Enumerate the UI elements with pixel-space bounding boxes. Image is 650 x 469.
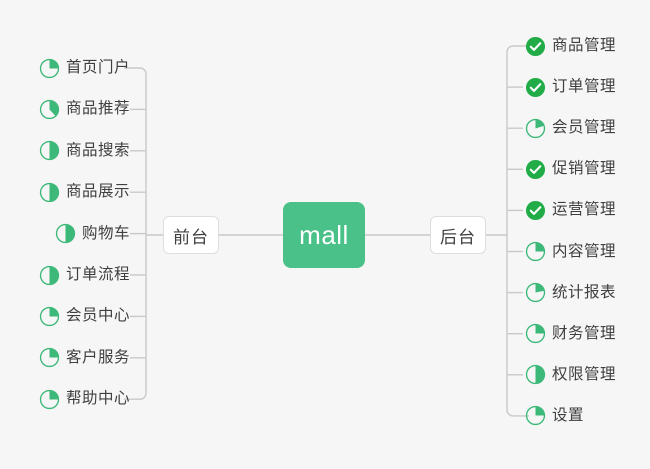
pie-icon bbox=[525, 364, 546, 385]
mindmap-item-right-7[interactable]: 统计报表 bbox=[525, 280, 616, 306]
mindmap-item-left-3[interactable]: 商品搜索 bbox=[39, 138, 130, 164]
pie-icon bbox=[39, 99, 60, 120]
item-label: 订单管理 bbox=[552, 78, 617, 96]
item-label: 统计报表 bbox=[552, 283, 617, 301]
branch-node-back[interactable]: 后台 bbox=[430, 216, 486, 254]
item-label: 促销管理 bbox=[552, 160, 617, 178]
check-circle-icon bbox=[525, 77, 546, 98]
pie-icon bbox=[525, 282, 546, 303]
check-circle-icon bbox=[525, 159, 546, 180]
item-label: 帮助中心 bbox=[65, 390, 130, 408]
item-label: 运营管理 bbox=[552, 201, 617, 219]
item-label: 商品管理 bbox=[552, 37, 617, 54]
pie-icon bbox=[39, 265, 60, 286]
pie-icon bbox=[525, 241, 546, 262]
mindmap-item-left-9[interactable]: 帮助中心 bbox=[39, 386, 130, 412]
mindmap-item-left-2[interactable]: 商品推荐 bbox=[39, 96, 130, 122]
mindmap-item-right-9[interactable]: 权限管理 bbox=[525, 362, 616, 388]
mindmap-item-left-6[interactable]: 订单流程 bbox=[39, 262, 130, 288]
mindmap-item-right-1[interactable]: 商品管理 bbox=[525, 33, 616, 59]
item-label: 会员中心 bbox=[65, 307, 130, 325]
branch-node-front[interactable]: 前台 bbox=[163, 216, 219, 254]
item-label: 权限管理 bbox=[552, 365, 617, 383]
item-label: 购物车 bbox=[81, 224, 130, 242]
item-label: 财务管理 bbox=[552, 324, 617, 342]
pie-icon bbox=[39, 140, 60, 161]
item-label: 会员管理 bbox=[552, 119, 617, 137]
mindmap-item-right-4[interactable]: 促销管理 bbox=[525, 156, 616, 182]
pie-icon bbox=[525, 118, 546, 139]
item-label: 商品搜索 bbox=[65, 141, 130, 159]
mindmap-item-left-1[interactable]: 首页门户 bbox=[39, 55, 130, 81]
mindmap-item-right-6[interactable]: 内容管理 bbox=[525, 239, 616, 265]
mindmap-item-right-10[interactable]: 设置 bbox=[525, 403, 584, 429]
item-label: 商品展示 bbox=[65, 183, 130, 201]
pie-icon bbox=[39, 389, 60, 410]
pie-icon bbox=[525, 323, 546, 344]
center-node-mall[interactable]: mall bbox=[283, 202, 365, 268]
pie-icon bbox=[39, 182, 60, 203]
item-label: 客户服务 bbox=[65, 348, 130, 366]
pie-icon bbox=[525, 405, 546, 426]
pie-icon bbox=[39, 347, 60, 368]
item-label: 首页门户 bbox=[65, 59, 130, 76]
mindmap-item-left-4[interactable]: 商品展示 bbox=[39, 179, 130, 205]
check-circle-icon bbox=[525, 36, 546, 57]
item-label: 设置 bbox=[552, 406, 585, 424]
mindmap-item-left-5[interactable]: 购物车 bbox=[55, 221, 130, 247]
mindmap-item-right-8[interactable]: 财务管理 bbox=[525, 321, 616, 347]
pie-icon bbox=[39, 306, 60, 327]
mindmap-item-right-2[interactable]: 订单管理 bbox=[525, 74, 616, 100]
pie-icon bbox=[39, 58, 60, 79]
mindmap-item-right-5[interactable]: 运营管理 bbox=[525, 197, 616, 223]
mindmap-item-right-3[interactable]: 会员管理 bbox=[525, 115, 616, 141]
item-label: 内容管理 bbox=[552, 242, 617, 260]
mindmap-item-left-8[interactable]: 客户服务 bbox=[39, 345, 130, 371]
check-circle-icon bbox=[525, 200, 546, 221]
pie-icon bbox=[55, 223, 76, 244]
item-label: 商品推荐 bbox=[65, 100, 130, 118]
mindmap-item-left-7[interactable]: 会员中心 bbox=[39, 303, 130, 329]
item-label: 订单流程 bbox=[65, 266, 130, 283]
